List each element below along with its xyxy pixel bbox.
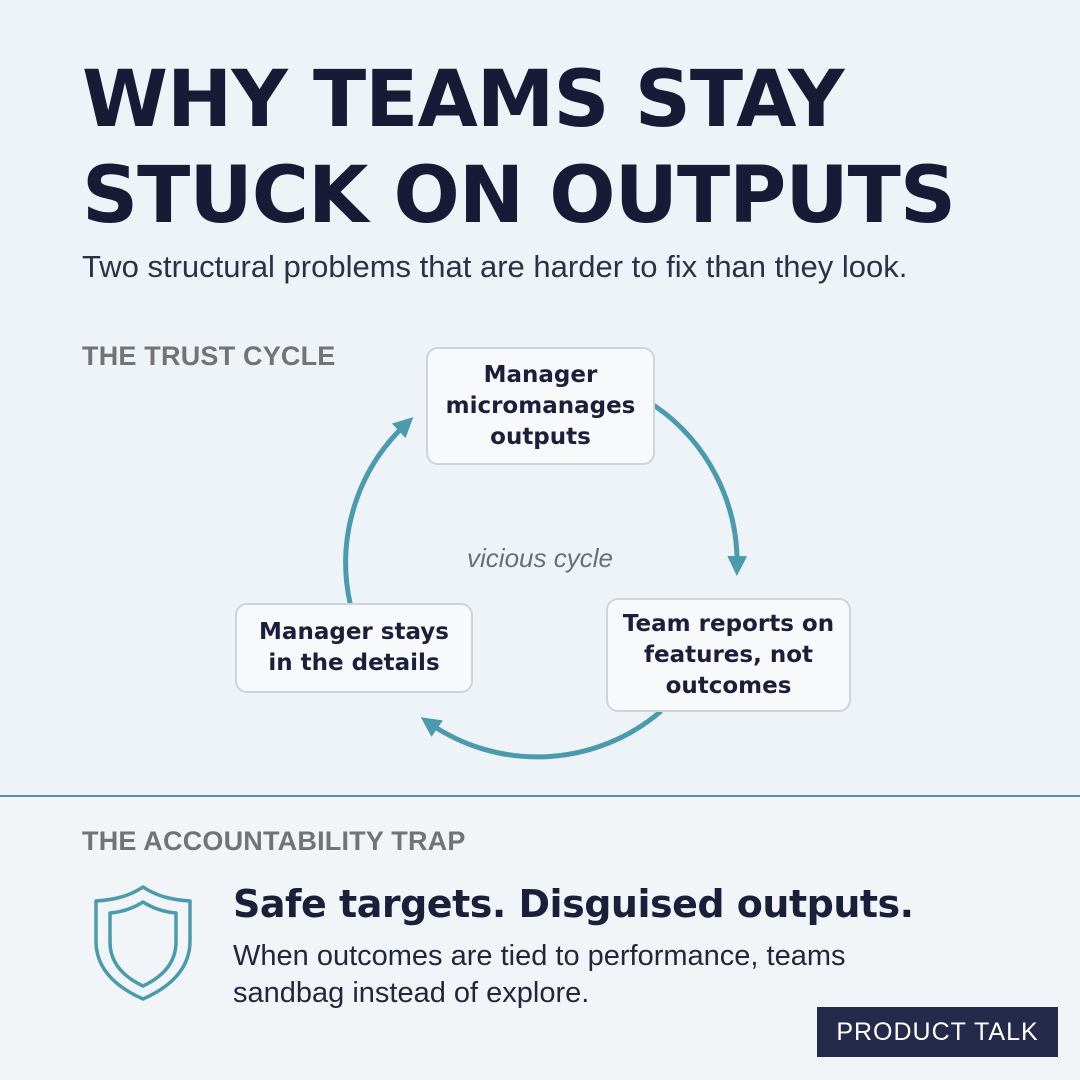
- cycle-node-manager-details: Manager stays in the details: [235, 603, 473, 693]
- body-line-1: When outcomes are tied to performance, t…: [233, 940, 846, 972]
- section-divider: [0, 795, 1080, 797]
- arrow-right-to-left: [420, 709, 663, 760]
- cycle-node-micromanages: Manager micromanages outputs: [426, 347, 655, 465]
- arrow-top-to-right: [652, 403, 748, 576]
- node-line: features, not: [643, 641, 814, 668]
- node-line: micromanages: [445, 392, 636, 419]
- accountability-trap-heading: Safe targets. Disguised outputs.: [233, 882, 914, 926]
- node-line: in the details: [268, 650, 440, 676]
- shield-icon: [94, 885, 192, 1001]
- cycle-center-label: vicious cycle: [467, 543, 613, 573]
- title-line-1: WHY TEAMS STAY: [82, 55, 844, 145]
- cycle-node-team-reports: Team reports on features, not outcomes: [606, 598, 851, 712]
- brand-badge: PRODUCT TALK: [817, 1007, 1058, 1057]
- node-line: outcomes: [665, 672, 792, 699]
- node-line: Manager stays: [259, 619, 449, 645]
- node-line: Manager: [483, 361, 598, 388]
- accountability-trap-body: When outcomes are tied to performance, t…: [233, 938, 953, 1012]
- body-line-2: sandbag instead of explore.: [233, 977, 590, 1009]
- arrow-left-to-top: [343, 417, 414, 606]
- title-line-2: STUCK ON OUTPUTS: [82, 151, 956, 241]
- accountability-trap-label: THE ACCOUNTABILITY TRAP: [82, 826, 466, 856]
- page-title: WHY TEAMS STAY STUCK ON OUTPUTS: [82, 52, 1022, 244]
- node-line: Team reports on: [622, 610, 835, 637]
- trust-cycle-label: THE TRUST CYCLE: [82, 341, 336, 371]
- node-line: outputs: [490, 423, 591, 450]
- page-subtitle: Two structural problems that are harder …: [82, 249, 908, 284]
